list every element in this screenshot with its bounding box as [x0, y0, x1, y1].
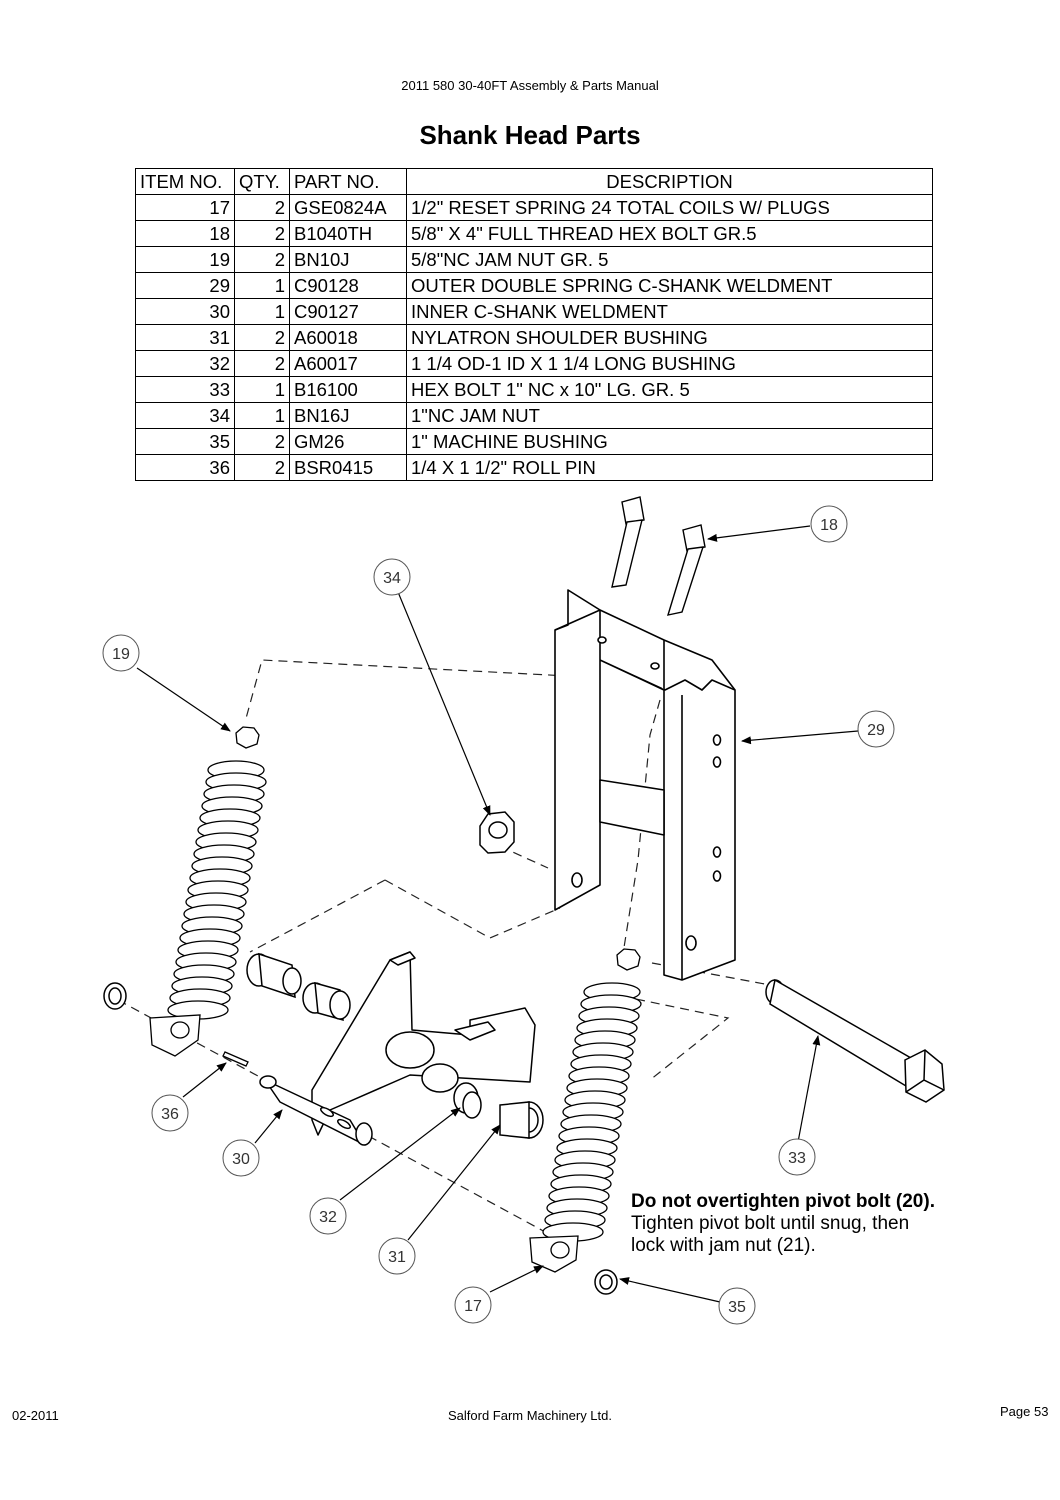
cell-part: A60018 [289, 324, 407, 351]
cell-qty: 2 [234, 454, 290, 481]
callout-34: 34 [373, 558, 411, 596]
footer-date: 02-2011 [12, 1408, 59, 1423]
roll-pin-36 [222, 1051, 249, 1067]
jam-nut-34 [479, 811, 515, 854]
cell-desc: 1/2" RESET SPRING 24 TOTAL COILS W/ PLUG… [406, 194, 933, 221]
reset-spring-left [149, 726, 267, 1057]
note-warning: Do not overtighten pivot bolt (20). [631, 1191, 935, 1212]
page-title: Shank Head Parts [419, 120, 641, 150]
callout-35: 35 [718, 1287, 756, 1325]
callout-19: 19 [102, 634, 140, 672]
cell-item: 35 [135, 428, 235, 455]
callout-32-label: 32 [319, 1209, 337, 1226]
cell-desc: 1/4 X 1 1/2" ROLL PIN [406, 454, 933, 481]
c-shank-weldment-29 [554, 589, 736, 981]
cell-part: GM26 [289, 428, 407, 455]
table-header-row: ITEM NO. QTY. PART NO. DESCRIPTION [135, 168, 933, 195]
callout-33-label: 33 [788, 1150, 806, 1167]
cell-desc: OUTER DOUBLE SPRING C-SHANK WELDMENT [406, 272, 933, 299]
machine-bushing-35 [103, 982, 618, 1295]
cell-part: BSR0415 [289, 454, 407, 481]
cell-item: 33 [135, 376, 235, 403]
hex-bolt-33 [765, 978, 945, 1103]
bushings-31-32 [246, 952, 544, 1139]
callout-36: 36 [151, 1094, 189, 1132]
cell-part: A60017 [289, 350, 407, 377]
cell-desc: 5/8"NC JAM NUT GR. 5 [406, 246, 933, 273]
cell-qty: 2 [234, 194, 290, 221]
cell-desc: 5/8" X 4" FULL THREAD HEX BOLT GR.5 [406, 220, 933, 247]
note-line-2: lock with jam nut (21). [631, 1235, 816, 1256]
document-header: 2011 580 30-40FT Assembly & Parts Manual [401, 78, 659, 93]
callout-18: 18 [810, 505, 848, 543]
callout-30-label: 30 [232, 1151, 250, 1168]
cell-qty: 1 [234, 376, 290, 403]
callout-32: 32 [309, 1197, 347, 1235]
callout-35-label: 35 [728, 1299, 746, 1316]
cell-desc: NYLATRON SHOULDER BUSHING [406, 324, 933, 351]
header-description: DESCRIPTION [406, 168, 933, 195]
cell-qty: 2 [234, 350, 290, 377]
cell-part: B1040TH [289, 220, 407, 247]
cell-desc: 1"NC JAM NUT [406, 402, 933, 429]
inner-c-shank-weldment-30 [259, 951, 536, 1146]
callout-19-label: 19 [112, 646, 130, 663]
reset-spring-right [529, 948, 642, 1273]
callout-31-label: 31 [388, 1249, 406, 1266]
pivot-bolt-note: Do not overtighten pivot bolt (20). Tigh… [631, 1191, 935, 1257]
cell-part: GSE0824A [289, 194, 407, 221]
callout-18-label: 18 [820, 517, 838, 534]
cell-part: BN16J [289, 402, 407, 429]
callout-34-label: 34 [383, 570, 401, 587]
callout-17: 17 [454, 1286, 492, 1324]
cell-desc: 1" MACHINE BUSHING [406, 428, 933, 455]
callout-29: 29 [857, 710, 895, 748]
callout-17-label: 17 [464, 1298, 482, 1315]
cell-item: 36 [135, 454, 235, 481]
cell-qty: 2 [234, 428, 290, 455]
cell-item: 34 [135, 402, 235, 429]
cell-qty: 2 [234, 246, 290, 273]
cell-item: 31 [135, 324, 235, 351]
cell-part: BN10J [289, 246, 407, 273]
cell-qty: 1 [234, 298, 290, 325]
note-line-1: Tighten pivot bolt until snug, then [631, 1213, 910, 1234]
footer-company: Salford Farm Machinery Ltd. [447, 1408, 612, 1423]
callout-33: 33 [778, 1138, 816, 1176]
hex-bolt-18 [611, 496, 706, 616]
leader-lines [136, 525, 859, 1303]
cell-part: C90127 [289, 298, 407, 325]
footer-page-number: Page 53 [1000, 1404, 1049, 1419]
cell-desc: INNER C-SHANK WELDMENT [406, 298, 933, 325]
callout-30: 30 [222, 1139, 260, 1177]
callout-29-label: 29 [867, 722, 885, 739]
callout-31: 31 [378, 1237, 416, 1275]
cell-qty: 2 [234, 220, 290, 247]
callout-36-label: 36 [161, 1106, 179, 1123]
